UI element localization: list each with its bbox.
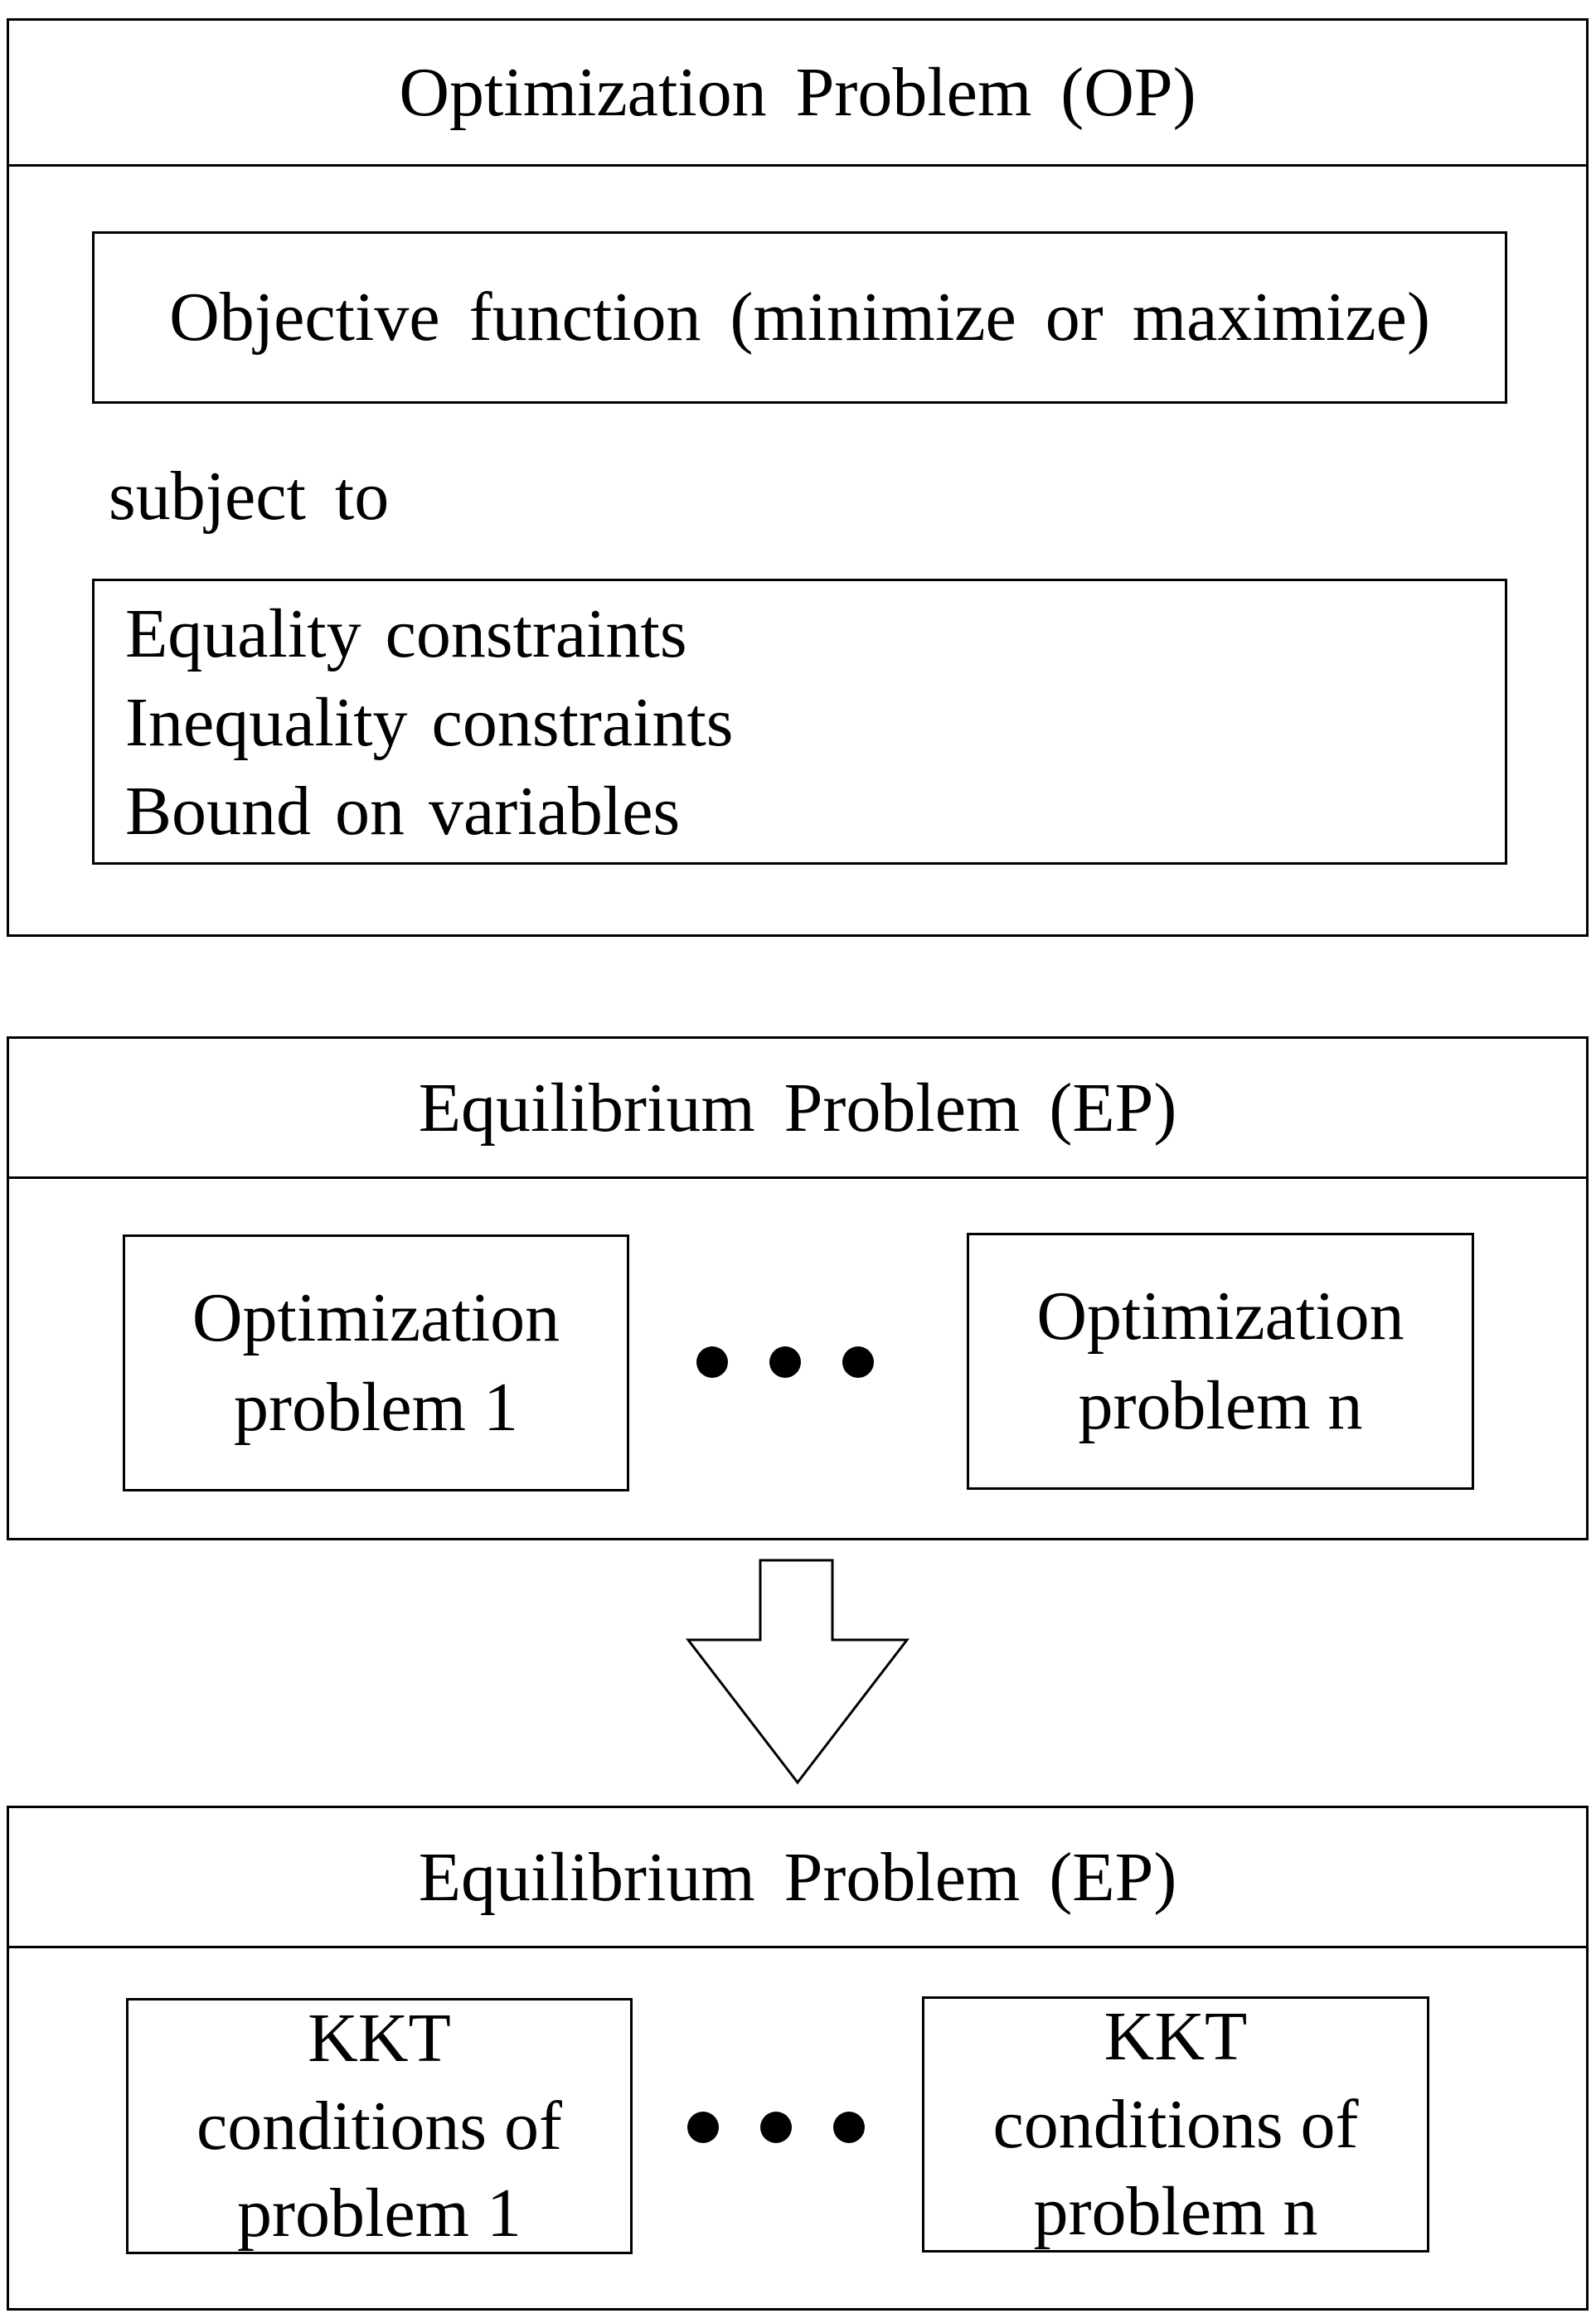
ep-kkt-panel-header: Equilibrium Problem (EP) [9,1808,1586,1948]
ellipsis-dot [842,1346,874,1378]
ellipsis-dot [769,1346,801,1378]
constraint-bounds: Bound on variables [125,773,681,850]
ep-kkt-panel: Equilibrium Problem (EP) KKT conditions … [7,1806,1589,2311]
op-panel-header: Optimization Problem (OP) [9,21,1586,167]
ellipsis-icon [687,2112,865,2143]
kkt-problem-1-line-1: KKT [308,1999,451,2077]
ellipsis-dot [760,2112,792,2143]
objective-box: Objective function (minimize or maximize… [92,231,1507,404]
ellipsis-dot [833,2112,865,2143]
optimization-problem-1-box: Optimization problem 1 [123,1234,629,1491]
ellipsis-dot [687,2112,719,2143]
ep-kkt-panel-title: Equilibrium Problem (EP) [418,1838,1177,1916]
optimization-problem-1-line-2: problem 1 [234,1369,518,1446]
constraint-equality: Equality constraints [125,595,687,672]
optimization-problem-n-line-2: problem n [1078,1367,1363,1444]
constraints-list: Equality constraints Inequality constrai… [125,589,733,856]
objective-text: Objective function (minimize or maximize… [169,279,1430,356]
kkt-problem-n-line-3: problem n [1033,2173,1318,2251]
kkt-problem-n-line-1: KKT [1104,1997,1248,2075]
op-panel-title: Optimization Problem (OP) [399,54,1196,131]
optimization-problem-n-box: Optimization problem n [967,1233,1474,1490]
kkt-problem-n-line-2: conditions of [992,2085,1359,2163]
op-panel: Optimization Problem (OP) Objective func… [7,18,1589,937]
ellipsis-dot [696,1346,728,1378]
ep-panel-title: Equilibrium Problem (EP) [418,1069,1177,1147]
kkt-problem-1-line-2: conditions of [196,2087,562,2165]
kkt-problem-n-box: KKT conditions of problem n [922,1996,1429,2253]
kkt-problem-1-line-3: problem 1 [237,2175,521,2253]
ep-panel-header: Equilibrium Problem (EP) [9,1039,1586,1179]
optimization-problem-1-line-1: Optimization [192,1279,560,1357]
kkt-problem-1-box: KKT conditions of problem 1 [126,1998,633,2254]
constraint-inequality: Inequality constraints [125,684,734,761]
constraints-box: Equality constraints Inequality constrai… [92,579,1507,865]
ellipsis-icon [696,1346,874,1378]
optimization-problem-n-line-1: Optimization [1036,1278,1404,1355]
subject-to-label: subject to [109,458,390,535]
ep-panel: Equilibrium Problem (EP) Optimization pr… [7,1036,1589,1540]
